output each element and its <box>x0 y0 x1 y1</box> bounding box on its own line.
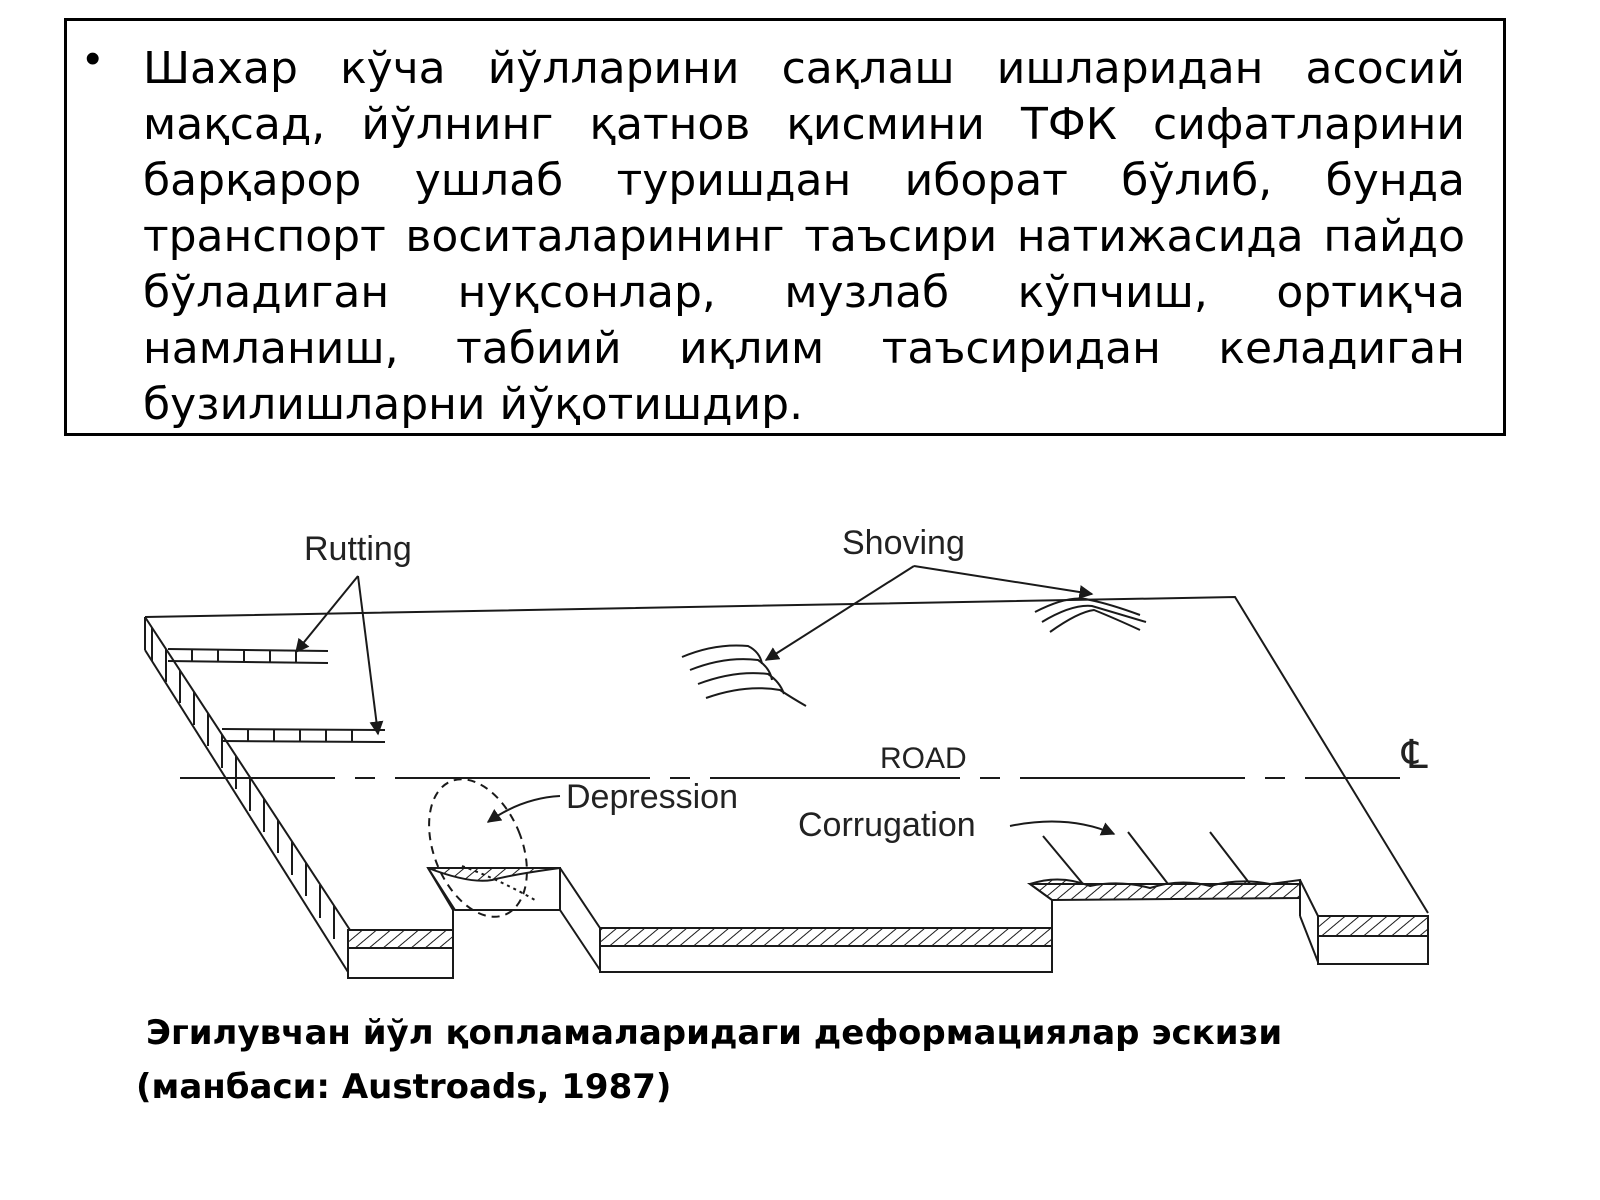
section-mid-top <box>599 927 1053 947</box>
left-edge-blocks <box>151 628 335 939</box>
depression-outline <box>428 778 528 918</box>
label-road: ROAD <box>880 742 967 775</box>
corrugation-lines <box>1042 831 1251 885</box>
road-left-edge-bottom <box>144 649 349 973</box>
shoving-arrow-1 <box>764 565 915 661</box>
label-shoving: Shoving <box>842 524 965 562</box>
pavement-deformation-diagram: Rutting Shoving ROAD ℄ Depression Corrug… <box>144 524 1429 979</box>
section-left-base <box>347 947 454 979</box>
rutting-tracks <box>167 648 386 743</box>
shoving-waves-right <box>1034 597 1147 633</box>
shoving-waves-left <box>681 644 807 707</box>
section-right-top <box>1317 915 1429 937</box>
shoving-arrow-2 <box>913 565 1094 599</box>
main-paragraph: Шахар кўча йўлларини сақлаш ишларидан ас… <box>143 43 1465 430</box>
label-corrugation: Corrugation <box>798 806 976 844</box>
caption-line-2: (манбаси: Austroads, 1987) <box>136 1067 672 1107</box>
corrugation-arrow <box>1009 820 1116 836</box>
section-mid-base <box>599 945 1053 973</box>
label-centerline: ℄ <box>1401 733 1428 777</box>
label-rutting: Rutting <box>304 530 412 568</box>
section-left-top <box>347 929 454 949</box>
road-left-edge-top <box>144 616 351 931</box>
caption-line-1: Эгилувчан йўл қопламаларидаги деформация… <box>146 1013 1283 1053</box>
road-surface-outline <box>144 595 1429 914</box>
rutting-arrow-1 <box>295 575 359 654</box>
depression-arrow <box>486 795 561 823</box>
figure-caption: Эгилувчан йўл қопламаларидаги деформация… <box>136 1006 1436 1114</box>
label-depression: Depression <box>566 778 738 816</box>
bullet-marker: • <box>85 34 101 83</box>
text-box: • Шахар кўча йўлларини сақлаш ишларидан … <box>64 18 1506 436</box>
section-right-base <box>1317 935 1429 965</box>
rutting-arrow-2 <box>357 575 384 736</box>
